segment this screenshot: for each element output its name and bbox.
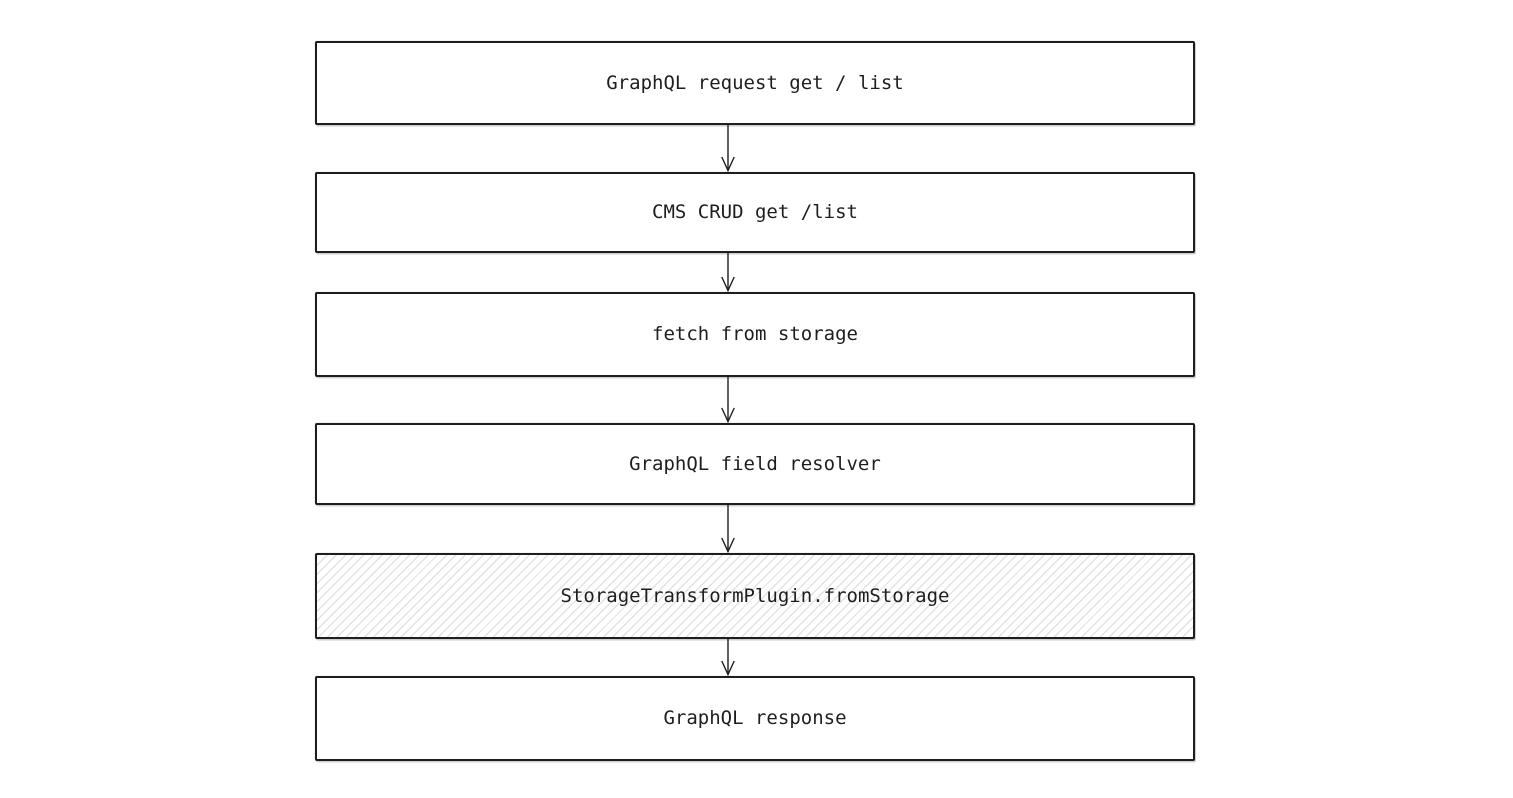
node-cms-crud-label: CMS CRUD get /list bbox=[652, 201, 858, 224]
arrow-down-icon bbox=[721, 377, 735, 423]
arrow-down-icon bbox=[721, 253, 735, 292]
node-storage-transform-plugin-label: StorageTransformPlugin.fromStorage bbox=[560, 584, 950, 607]
node-graphql-field-resolver: GraphQL field resolver bbox=[315, 423, 1195, 505]
node-graphql-request-label: GraphQL request get / list bbox=[606, 71, 904, 94]
arrow-down-icon bbox=[721, 125, 735, 172]
node-graphql-request: GraphQL request get / list bbox=[315, 41, 1195, 125]
node-fetch-from-storage: fetch from storage bbox=[315, 292, 1195, 377]
node-graphql-field-resolver-label: GraphQL field resolver bbox=[629, 452, 881, 475]
arrow-down-icon bbox=[721, 505, 735, 553]
node-cms-crud: CMS CRUD get /list bbox=[315, 172, 1195, 253]
node-graphql-response: GraphQL response bbox=[315, 676, 1195, 761]
node-fetch-from-storage-label: fetch from storage bbox=[652, 323, 858, 346]
node-graphql-response-label: GraphQL response bbox=[663, 707, 847, 730]
arrow-down-icon bbox=[721, 639, 735, 676]
node-storage-transform-plugin: StorageTransformPlugin.fromStorage bbox=[315, 553, 1195, 639]
